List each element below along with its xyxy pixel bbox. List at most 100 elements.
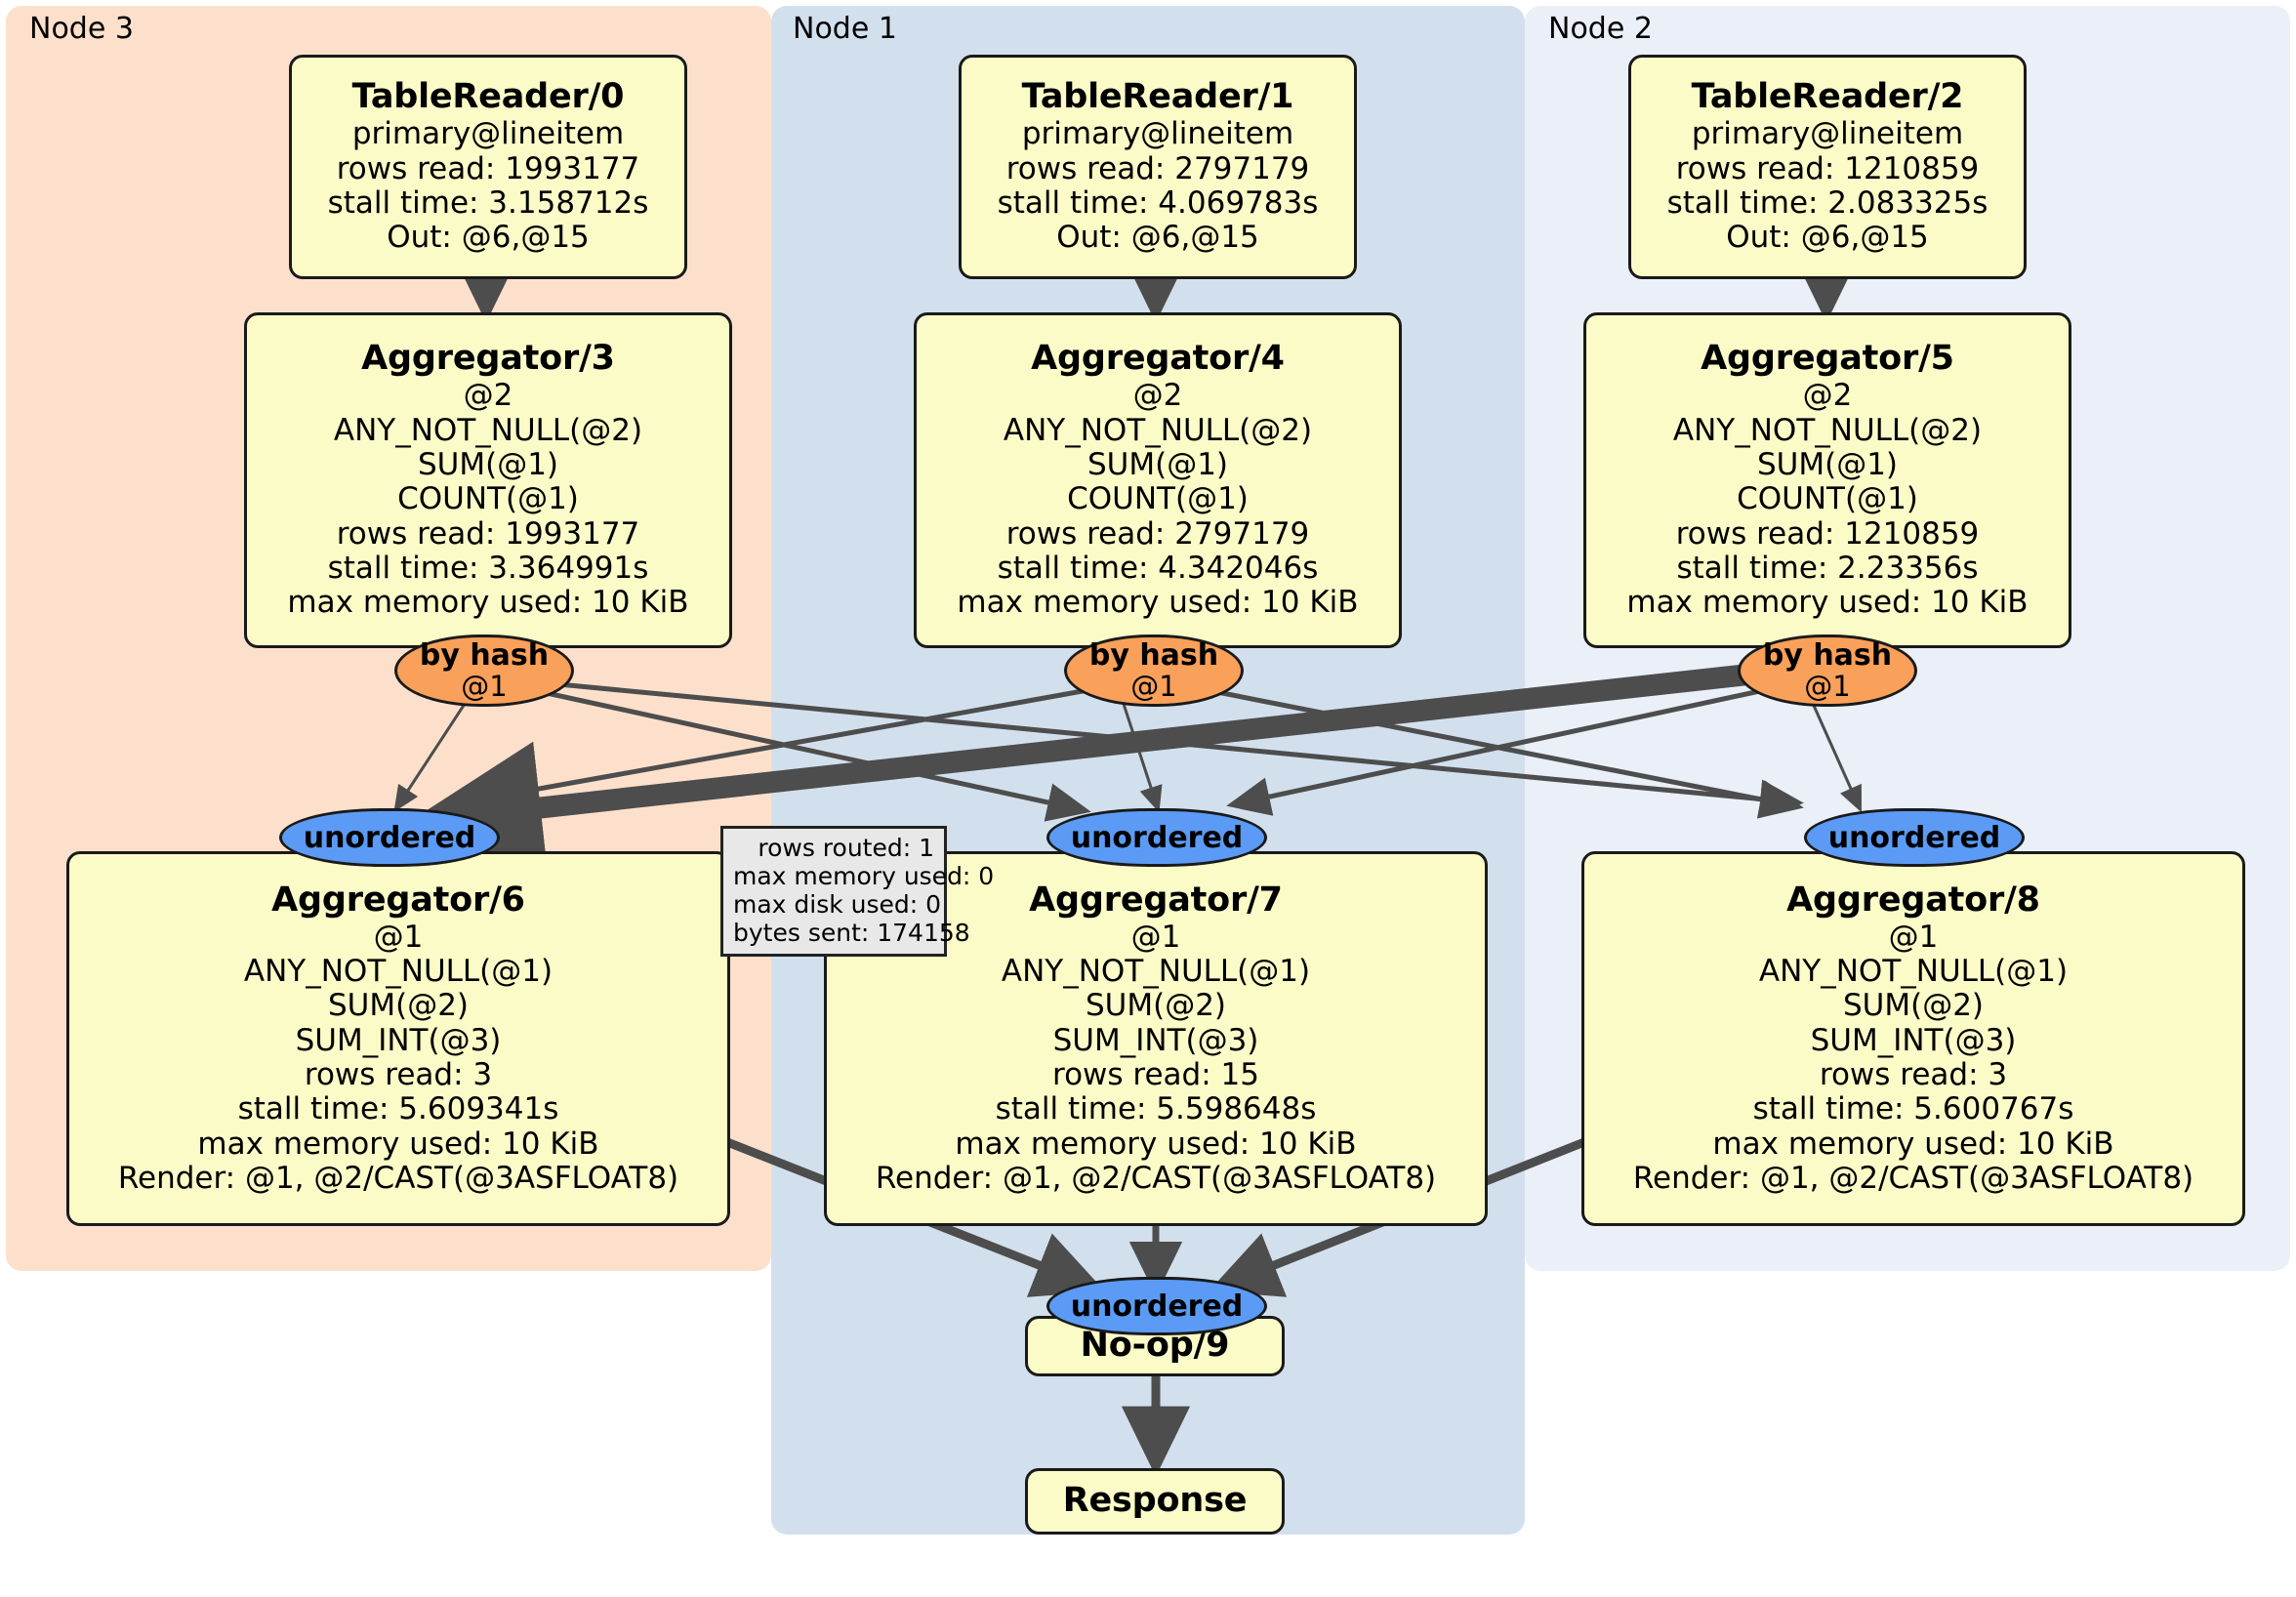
node-detail-line: rows read: 1993177	[336, 515, 640, 552]
node-detail-line: COUNT(@1)	[1067, 481, 1249, 517]
node-detail-line: stall time: 2.083325s	[1666, 184, 1988, 221]
node-detail-line: SUM(@1)	[1756, 446, 1899, 482]
node-detail-line: rows read: 1210859	[1675, 150, 1980, 186]
node-detail-line: ANY_NOT_NULL(@1)	[1758, 953, 2069, 989]
stream-unordered-9[interactable]: unordered	[1046, 1277, 1267, 1335]
node-title: TableReader/1	[1021, 77, 1294, 117]
cluster-label-node3: Node 3	[29, 12, 134, 46]
router-column: @1	[1804, 669, 1851, 703]
node-detail-line: SUM(@1)	[1086, 446, 1229, 482]
node-detail-line: rows read: 3	[304, 1056, 493, 1092]
node-detail-line: @2	[1132, 378, 1183, 414]
node-detail-line: primary@lineitem	[1021, 116, 1294, 152]
node-aggregator-3[interactable]: Aggregator/3 @2 ANY_NOT_NULL(@2) SUM(@1)…	[244, 312, 732, 648]
node-detail-line: Out: @6,@15	[1726, 220, 1929, 256]
node-aggregator-4[interactable]: Aggregator/4 @2 ANY_NOT_NULL(@2) SUM(@1)…	[914, 312, 1402, 648]
node-detail-line: stall time: 5.598648s	[995, 1091, 1317, 1127]
router-by-hash-5[interactable]: by hash @1	[1738, 635, 1917, 707]
node-title: Aggregator/7	[1029, 880, 1283, 920]
stream-unordered-6[interactable]: unordered	[279, 808, 500, 867]
node-detail-line: primary@lineitem	[351, 116, 625, 152]
node-detail-line: ANY_NOT_NULL(@1)	[243, 953, 554, 989]
stats-line-rows-routed: rows routed: 1	[758, 834, 934, 862]
node-detail-line: @1	[373, 919, 424, 955]
node-detail-line: SUM_INT(@3)	[1810, 1022, 2017, 1058]
router-title: by hash	[1762, 637, 1893, 673]
node-title: Aggregator/5	[1701, 339, 1954, 379]
router-by-hash-3[interactable]: by hash @1	[394, 635, 574, 707]
router-column: @1	[461, 669, 508, 703]
stats-line-max-memory: max memory used: 0	[733, 862, 995, 890]
stream-label: unordered	[1827, 820, 2001, 855]
node-aggregator-5[interactable]: Aggregator/5 @2 ANY_NOT_NULL(@2) SUM(@1)…	[1583, 312, 2071, 648]
node-detail-line: max memory used: 10 KiB	[957, 585, 1359, 621]
node-detail-line: Render: @1, @2/CAST(@3ASFLOAT8)	[875, 1160, 1437, 1196]
node-detail-line: rows read: 3	[1819, 1056, 2008, 1092]
node-detail-line: ANY_NOT_NULL(@2)	[1672, 412, 1983, 448]
node-detail-line: stall time: 4.069783s	[997, 184, 1319, 221]
node-title: TableReader/0	[351, 77, 625, 117]
node-detail-line: ANY_NOT_NULL(@2)	[1003, 412, 1313, 448]
node-detail-line: Render: @1, @2/CAST(@3ASFLOAT8)	[1632, 1160, 2194, 1196]
stream-label: unordered	[1070, 1289, 1244, 1324]
node-detail-line: stall time: 2.23356s	[1676, 550, 1979, 586]
stream-label: unordered	[303, 820, 476, 855]
node-detail-line: @2	[1802, 378, 1853, 414]
node-detail-line: @2	[463, 378, 513, 414]
node-detail-line: Out: @6,@15	[387, 220, 590, 256]
node-response[interactable]: Response	[1025, 1468, 1285, 1535]
node-detail-line: stall time: 5.600767s	[1752, 1091, 2074, 1127]
node-detail-line: SUM(@2)	[1842, 988, 1985, 1024]
node-detail-line: SUM_INT(@3)	[295, 1022, 502, 1058]
node-detail-line: SUM_INT(@3)	[1052, 1022, 1259, 1058]
node-title: TableReader/2	[1691, 77, 1964, 117]
node-detail-line: max memory used: 10 KiB	[1712, 1126, 2114, 1162]
node-detail-line: SUM(@1)	[417, 446, 559, 482]
router-by-hash-4[interactable]: by hash @1	[1064, 635, 1244, 707]
node-title: Aggregator/8	[1786, 880, 2040, 920]
node-detail-line: max memory used: 10 KiB	[1626, 585, 2029, 621]
node-detail-line: rows read: 2797179	[1005, 515, 1310, 552]
node-aggregator-8[interactable]: Aggregator/8 @1 ANY_NOT_NULL(@1) SUM(@2)…	[1581, 851, 2245, 1226]
node-tablereader-2[interactable]: TableReader/2 primary@lineitem rows read…	[1628, 55, 2027, 279]
node-detail-line: max memory used: 10 KiB	[287, 585, 689, 621]
stats-line-max-disk: max disk used: 0	[733, 890, 942, 919]
node-title: Aggregator/4	[1031, 339, 1285, 379]
stream-unordered-7[interactable]: unordered	[1046, 808, 1267, 867]
node-detail-line: rows read: 2797179	[1005, 150, 1310, 186]
stats-line-bytes-sent: bytes sent: 174158	[733, 919, 970, 947]
cluster-label-node2: Node 2	[1548, 12, 1653, 46]
node-detail-line: rows read: 1993177	[336, 150, 640, 186]
node-title: Response	[1062, 1481, 1248, 1521]
node-detail-line: stall time: 3.158712s	[327, 184, 649, 221]
node-detail-line: @1	[1130, 919, 1181, 955]
node-detail-line: @1	[1888, 919, 1939, 955]
router-title: by hash	[419, 637, 550, 673]
node-detail-line: SUM(@2)	[327, 988, 470, 1024]
node-detail-line: max memory used: 10 KiB	[955, 1126, 1357, 1162]
node-detail-line: COUNT(@1)	[1737, 481, 1918, 517]
node-aggregator-6[interactable]: Aggregator/6 @1 ANY_NOT_NULL(@1) SUM(@2)…	[66, 851, 730, 1226]
router-column: @1	[1130, 669, 1177, 703]
node-tablereader-1[interactable]: TableReader/1 primary@lineitem rows read…	[959, 55, 1357, 279]
cluster-label-node1: Node 1	[793, 12, 897, 46]
stream-unordered-8[interactable]: unordered	[1804, 808, 2025, 867]
router-title: by hash	[1088, 637, 1219, 673]
node-detail-line: stall time: 4.342046s	[997, 550, 1319, 586]
node-title: Aggregator/6	[271, 880, 525, 920]
node-detail-line: rows read: 15	[1052, 1056, 1259, 1092]
node-detail-line: rows read: 1210859	[1675, 515, 1980, 552]
node-aggregator-7[interactable]: Aggregator/7 @1 ANY_NOT_NULL(@1) SUM(@2)…	[824, 851, 1488, 1226]
node-title: Aggregator/3	[361, 339, 615, 379]
node-tablereader-0[interactable]: TableReader/0 primary@lineitem rows read…	[289, 55, 687, 279]
node-detail-line: SUM(@2)	[1085, 988, 1227, 1024]
stats-popup[interactable]: rows routed: 1 max memory used: 0 max di…	[720, 826, 995, 957]
node-detail-line: max memory used: 10 KiB	[197, 1126, 599, 1162]
node-detail-line: ANY_NOT_NULL(@2)	[333, 412, 643, 448]
node-detail-line: stall time: 5.609341s	[237, 1091, 559, 1127]
node-detail-line: Render: @1, @2/CAST(@3ASFLOAT8)	[117, 1160, 679, 1196]
node-detail-line: COUNT(@1)	[397, 481, 579, 517]
stream-label: unordered	[1070, 820, 1244, 855]
node-detail-line: Out: @6,@15	[1056, 220, 1259, 256]
